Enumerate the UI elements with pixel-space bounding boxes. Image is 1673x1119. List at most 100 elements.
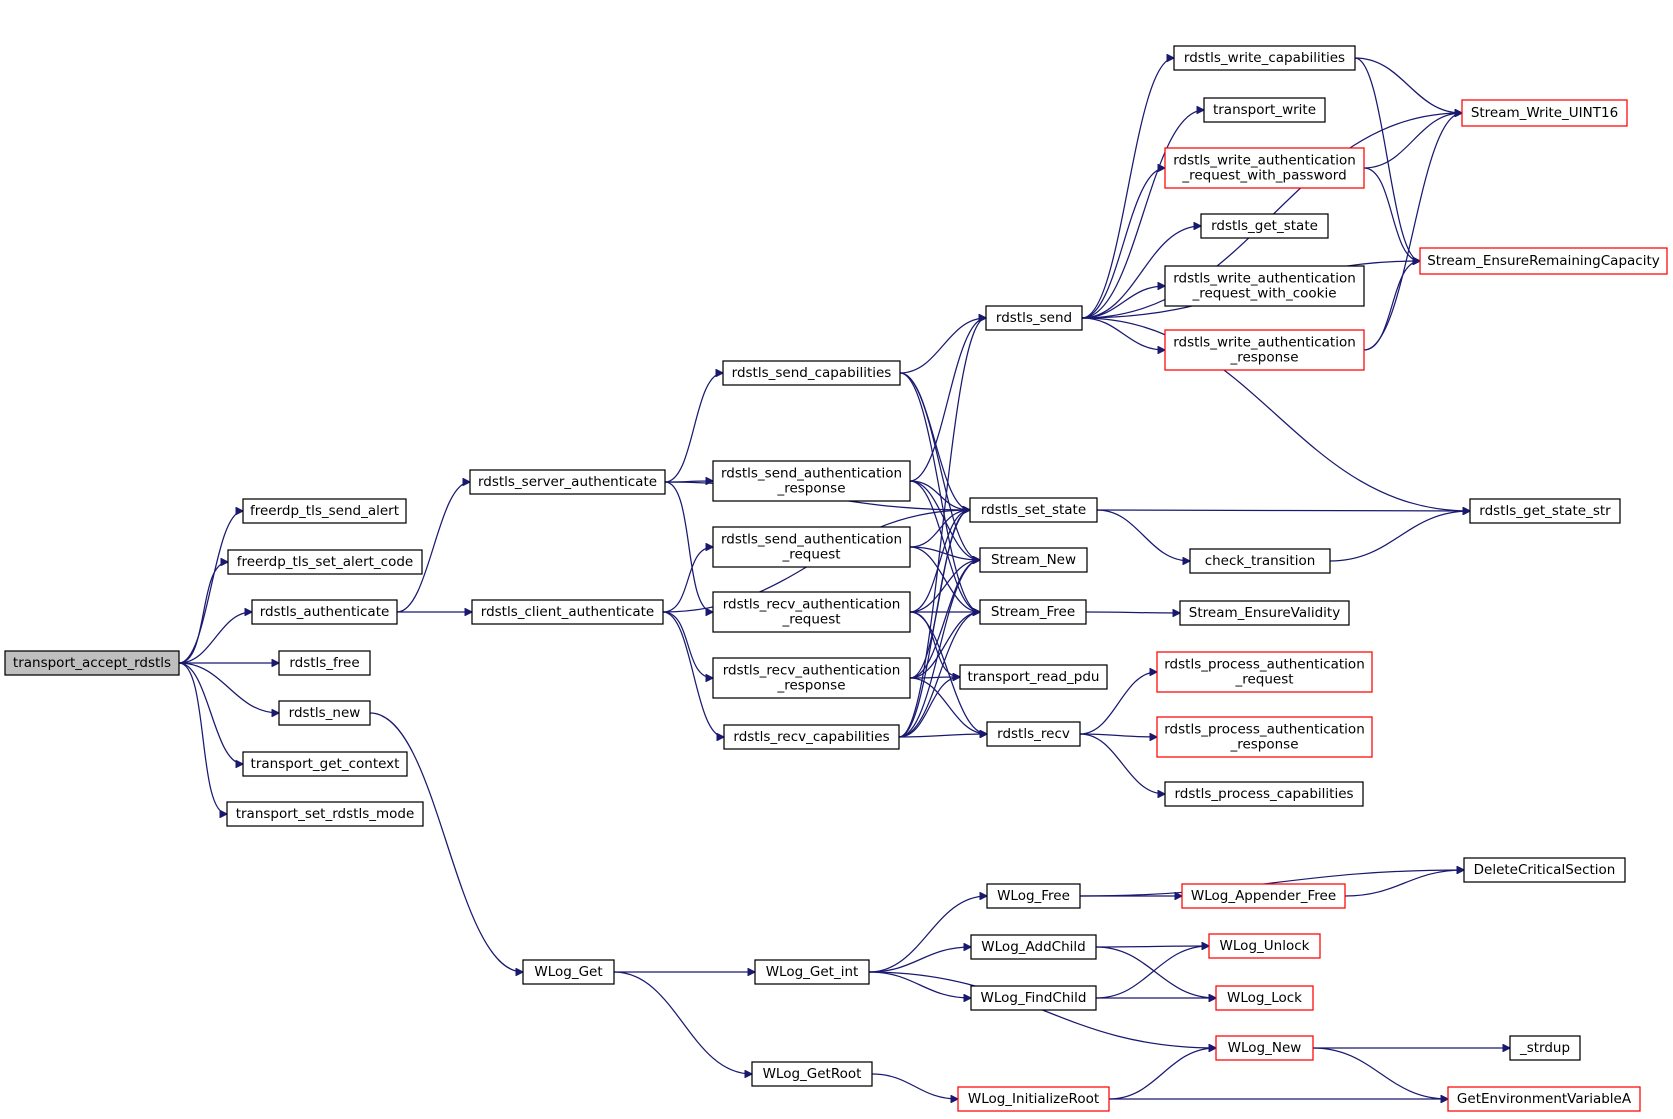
node-rdstls-write-authentication-request-with-password[interactable]: rdstls_write_authentication_request_with… xyxy=(1164,147,1365,189)
node-rdstls-send-authentication-response[interactable]: rdstls_send_authentication_response xyxy=(712,460,911,502)
node-rdstls-recv-authentication-response[interactable]: rdstls_recv_authentication_response xyxy=(712,657,911,699)
node-stream-ensureremainingcapacity[interactable]: Stream_EnsureRemainingCapacity xyxy=(1419,247,1668,275)
edge-line xyxy=(868,947,971,973)
node-wlog-addchild[interactable]: WLog_AddChild xyxy=(970,934,1097,960)
node-freerdp-tls-set-alert-code[interactable]: freerdp_tls_set_alert_code xyxy=(227,549,423,575)
edge-rdstls-send-capabilities-to-rdstls-send xyxy=(899,318,986,374)
node-label: WLog_Unlock xyxy=(1220,938,1310,954)
edge-wlog-free-to-deletecriticalsection xyxy=(1079,870,1464,897)
node-box xyxy=(985,305,1083,331)
edge-line xyxy=(898,560,980,738)
edge-line xyxy=(909,510,970,613)
node-box xyxy=(469,469,666,495)
node-label: check_transition xyxy=(1205,553,1316,569)
node-transport-accept-rdstls[interactable]: transport_accept_rdstls xyxy=(4,650,180,676)
node-transport-set-rdstls-mode[interactable]: transport_set_rdstls_mode xyxy=(226,801,424,827)
node-box xyxy=(1164,265,1365,307)
node-rdstls-process-capabilities[interactable]: rdstls_process_capabilities xyxy=(1164,781,1364,807)
edge-line xyxy=(1329,511,1470,562)
edge-rdstls-send-to-rdstls-write-authentication-response xyxy=(1081,317,1165,350)
node-label: _strdup xyxy=(1519,1040,1570,1056)
node-rdstls-authenticate[interactable]: rdstls_authenticate xyxy=(251,599,398,625)
node-wlog-appender-free[interactable]: WLog_Appender_Free xyxy=(1181,883,1346,909)
node-rdstls-write-authentication-request-with-cookie[interactable]: rdstls_write_authentication_request_with… xyxy=(1164,265,1365,307)
edge-line xyxy=(898,734,987,737)
node-rdstls-get-state[interactable]: rdstls_get_state xyxy=(1200,213,1329,239)
node-label: rdstls_recv xyxy=(997,726,1070,742)
node-wlog-new[interactable]: WLog_New xyxy=(1215,1035,1314,1061)
node-box xyxy=(979,599,1087,625)
node-box xyxy=(754,959,870,985)
node-rdstls-send-authentication-request[interactable]: rdstls_send_authentication_request xyxy=(712,526,911,568)
node-label: rdstls_send_authentication xyxy=(721,466,902,482)
node-box xyxy=(4,650,180,676)
edge-line xyxy=(178,511,243,664)
node-transport-get-context[interactable]: transport_get_context xyxy=(242,751,408,777)
node-box xyxy=(471,599,664,625)
edge-line xyxy=(899,372,980,612)
node-stream-new[interactable]: Stream_New xyxy=(979,547,1088,573)
node-rdstls-send[interactable]: rdstls_send xyxy=(985,305,1083,331)
edge-line xyxy=(1096,509,1190,561)
node-wlog-findchild[interactable]: WLog_FindChild xyxy=(970,985,1097,1011)
node-wlog-free[interactable]: WLog_Free xyxy=(986,883,1081,909)
node-rdstls-write-authentication-response[interactable]: rdstls_write_authentication_response xyxy=(1164,329,1365,371)
node-box xyxy=(723,724,900,750)
edge-rdstls-new-to-wlog-get xyxy=(369,712,523,972)
node-label: WLog_Lock xyxy=(1227,990,1302,1006)
node-transport-read-pdu[interactable]: transport_read_pdu xyxy=(959,664,1108,690)
node-check-transition[interactable]: check_transition xyxy=(1189,548,1331,574)
node-rdstls-send-capabilities[interactable]: rdstls_send_capabilities xyxy=(722,360,901,386)
edge-wlog-get-to-wlog-getroot xyxy=(613,971,752,1074)
edge-rdstls-send-to-rdstls-write-authentication-request-with-cookie xyxy=(1081,286,1165,319)
node-rdstls-get-state-str[interactable]: rdstls_get_state_str xyxy=(1469,498,1621,524)
node-rdstls-process-authentication-request[interactable]: rdstls_process_authentication_request xyxy=(1156,651,1373,693)
edge-rdstls-send-authentication-response-to-rdstls-send xyxy=(909,318,986,482)
edge-wlog-addchild-to-wlog-unlock xyxy=(1095,946,1209,947)
node-stream-write-uint16[interactable]: Stream_Write_UINT16 xyxy=(1461,99,1628,127)
node-box xyxy=(1469,498,1621,524)
node-box xyxy=(1215,985,1314,1011)
node-box xyxy=(722,360,901,386)
node-stream-free[interactable]: Stream_Free xyxy=(979,599,1087,625)
node-rdstls-write-capabilities[interactable]: rdstls_write_capabilities xyxy=(1173,45,1356,71)
node-rdstls-recv-authentication-request[interactable]: rdstls_recv_authentication_request xyxy=(712,591,911,633)
edge-line xyxy=(898,510,970,738)
node-wlog-get[interactable]: WLog_Get xyxy=(522,959,615,985)
node-label: transport_set_rdstls_mode xyxy=(236,806,415,822)
node-label: DeleteCriticalSection xyxy=(1474,862,1616,878)
node-getenvironmentvariablea[interactable]: GetEnvironmentVariableA xyxy=(1447,1086,1641,1112)
node-label: WLog_Appender_Free xyxy=(1191,888,1336,904)
node-freerdp-tls-send-alert[interactable]: freerdp_tls_send_alert xyxy=(242,498,407,524)
node-rdstls-new[interactable]: rdstls_new xyxy=(278,700,371,726)
node-rdstls-set-state[interactable]: rdstls_set_state xyxy=(969,497,1098,523)
edge-line xyxy=(1344,870,1464,897)
edge-line xyxy=(1079,734,1157,737)
node-transport-write[interactable]: transport_write xyxy=(1203,97,1326,123)
node-deletecriticalsection[interactable]: DeleteCriticalSection xyxy=(1463,857,1626,883)
node-rdstls-recv-capabilities[interactable]: rdstls_recv_capabilities xyxy=(723,724,900,750)
node-rdstls-process-authentication-response[interactable]: rdstls_process_authentication_response xyxy=(1156,716,1373,758)
node-label: _response xyxy=(1229,350,1298,366)
node-label: transport_get_context xyxy=(251,756,400,772)
node-label: rdstls_client_authenticate xyxy=(481,604,654,620)
node-rdstls-free[interactable]: rdstls_free xyxy=(278,650,371,676)
node-wlog-unlock[interactable]: WLog_Unlock xyxy=(1208,933,1321,959)
node-wlog-initializeroot[interactable]: WLog_InitializeRoot xyxy=(957,1086,1110,1112)
node-rdstls-server-authenticate[interactable]: rdstls_server_authenticate xyxy=(469,469,666,495)
node-box xyxy=(522,959,615,985)
node-wlog-lock[interactable]: WLog_Lock xyxy=(1215,985,1314,1011)
node-box xyxy=(712,526,911,568)
node-stream-ensurevalidity[interactable]: Stream_EnsureValidity xyxy=(1179,600,1350,626)
edge-line xyxy=(909,318,986,482)
edge-rdstls-send-authentication-request-to-stream-free xyxy=(909,546,980,612)
node-rdstls-client-authenticate[interactable]: rdstls_client_authenticate xyxy=(471,599,664,625)
edge-wlog-new-to-getenvironmentvariablea xyxy=(1312,1047,1448,1099)
node-label: rdstls_recv_capabilities xyxy=(733,729,889,745)
node-wlog-getroot[interactable]: WLog_GetRoot xyxy=(751,1061,873,1087)
edge-line xyxy=(1081,58,1174,319)
node-strdup[interactable]: _strdup xyxy=(1509,1035,1581,1061)
node-wlog-get-int[interactable]: WLog_Get_int xyxy=(754,959,870,985)
node-label: rdstls_write_capabilities xyxy=(1184,50,1345,66)
node-rdstls-recv[interactable]: rdstls_recv xyxy=(986,721,1081,747)
